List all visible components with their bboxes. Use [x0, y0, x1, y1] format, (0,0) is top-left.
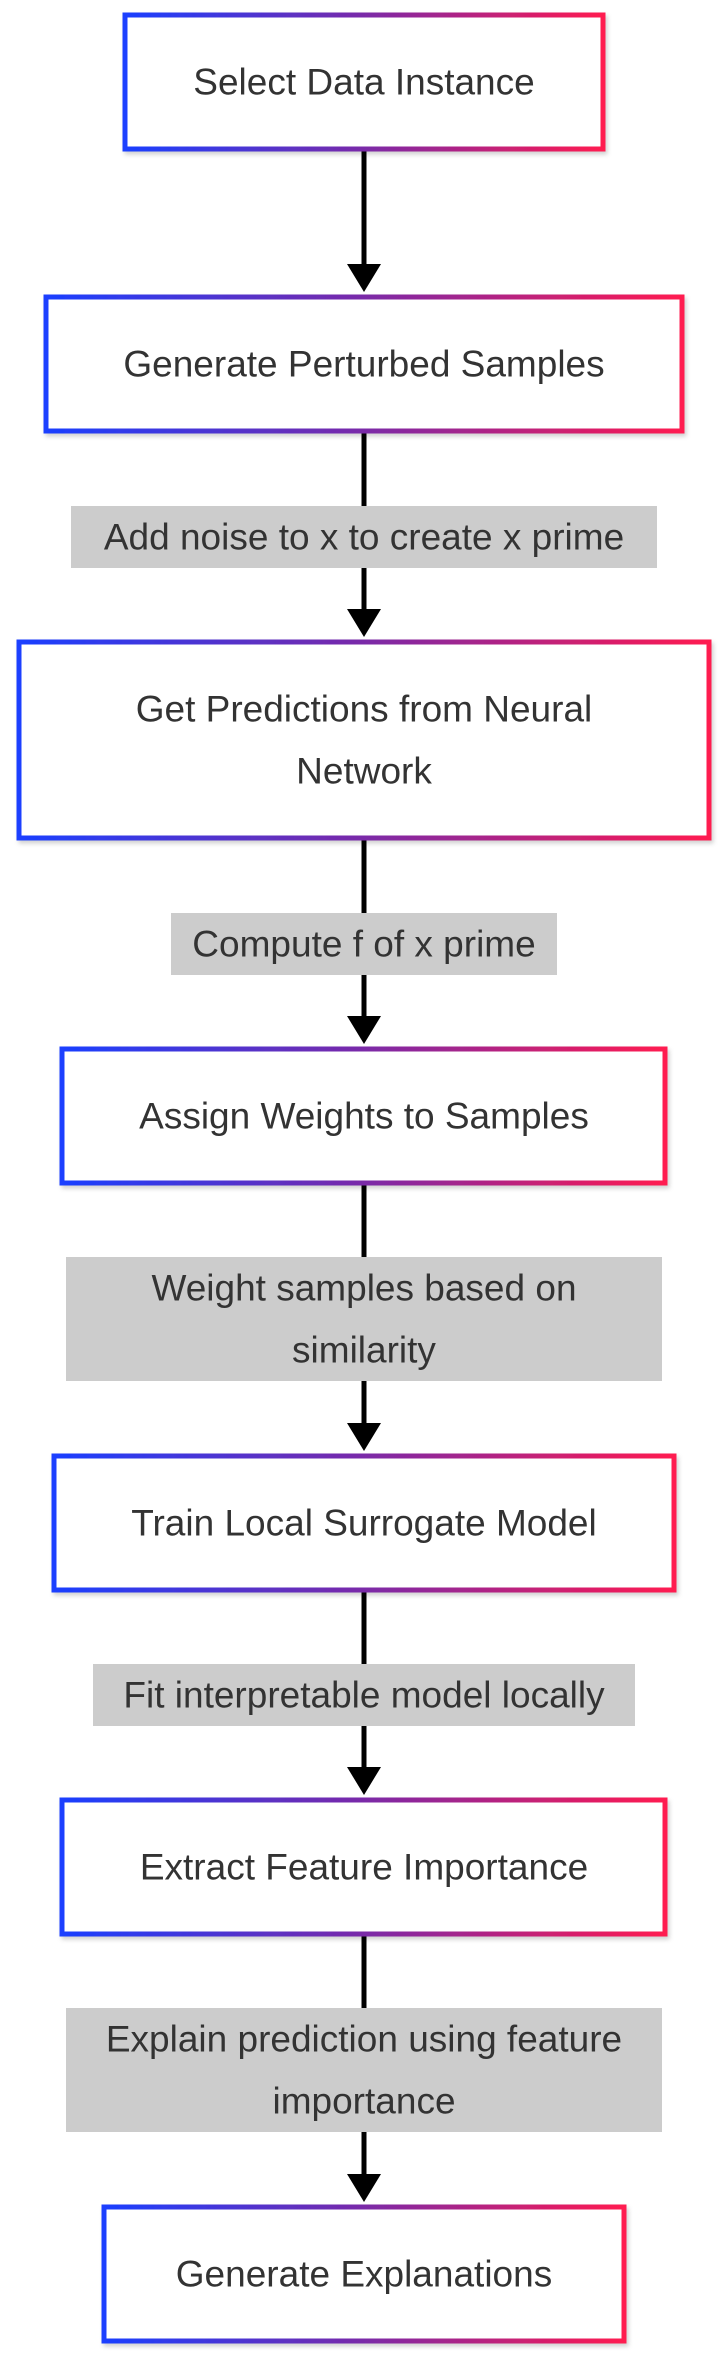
node-box	[59, 1797, 668, 1937]
arrowhead-icon	[347, 264, 381, 292]
node-select: Select Data Instance	[122, 12, 606, 152]
node-label: Train Local Surrogate Model	[131, 1503, 596, 1544]
edges-layer: Add noise to x to create x primeCompute …	[66, 149, 662, 2202]
node-label: Generate Perturbed Samples	[123, 344, 604, 385]
edge-select-to-perturb	[347, 149, 381, 292]
edge-importance-to-explain: Explain prediction using feature importan…	[66, 1934, 662, 2202]
edge-label-background	[93, 1664, 635, 1726]
edge-label: Explain prediction using feature	[106, 2019, 622, 2060]
edge-perturb-to-predict: Add noise to x to create x prime	[71, 431, 657, 637]
node-surrogate: Train Local Surrogate Model	[51, 1453, 677, 1593]
edge-surrogate-to-importance: Fit interpretable model locally	[93, 1590, 635, 1795]
edge-label: Weight samples based on	[151, 1268, 576, 1309]
edge-predict-to-weights: Compute f of x prime	[171, 838, 557, 1044]
edge-label-background	[71, 506, 657, 568]
node-box	[51, 1453, 677, 1593]
node-weights: Assign Weights to Samples	[59, 1046, 668, 1186]
edge-label-background	[171, 913, 557, 975]
node-label: Get Predictions from Neural	[136, 689, 593, 730]
node-perturb: Generate Perturbed Samples	[43, 294, 685, 434]
node-label: Network	[296, 751, 432, 792]
edge-label: similarity	[292, 1330, 436, 1371]
edge-label-background	[66, 2008, 662, 2132]
arrowhead-icon	[347, 1767, 381, 1795]
node-label: Assign Weights to Samples	[139, 1096, 589, 1137]
edge-label: Fit interpretable model locally	[123, 1675, 605, 1716]
node-importance: Extract Feature Importance	[59, 1797, 668, 1937]
node-box	[101, 2204, 627, 2344]
edge-label: Compute f of x prime	[192, 924, 535, 965]
edge-label-background	[66, 1257, 662, 1381]
arrowhead-icon	[347, 1016, 381, 1044]
edge-label: importance	[272, 2081, 455, 2122]
node-explain: Generate Explanations	[101, 2204, 627, 2344]
node-box	[16, 639, 712, 841]
edge-weights-to-surrogate: Weight samples based on similarity	[66, 1183, 662, 1451]
arrowhead-icon	[347, 2174, 381, 2202]
arrowhead-icon	[347, 1423, 381, 1451]
node-box	[122, 12, 606, 152]
node-box	[59, 1046, 668, 1186]
node-label: Generate Explanations	[176, 2254, 552, 2295]
node-box	[43, 294, 685, 434]
node-label: Extract Feature Importance	[140, 1847, 588, 1888]
arrowhead-icon	[347, 609, 381, 637]
node-label: Select Data Instance	[193, 62, 534, 103]
edge-label: Add noise to x to create x prime	[104, 517, 624, 558]
